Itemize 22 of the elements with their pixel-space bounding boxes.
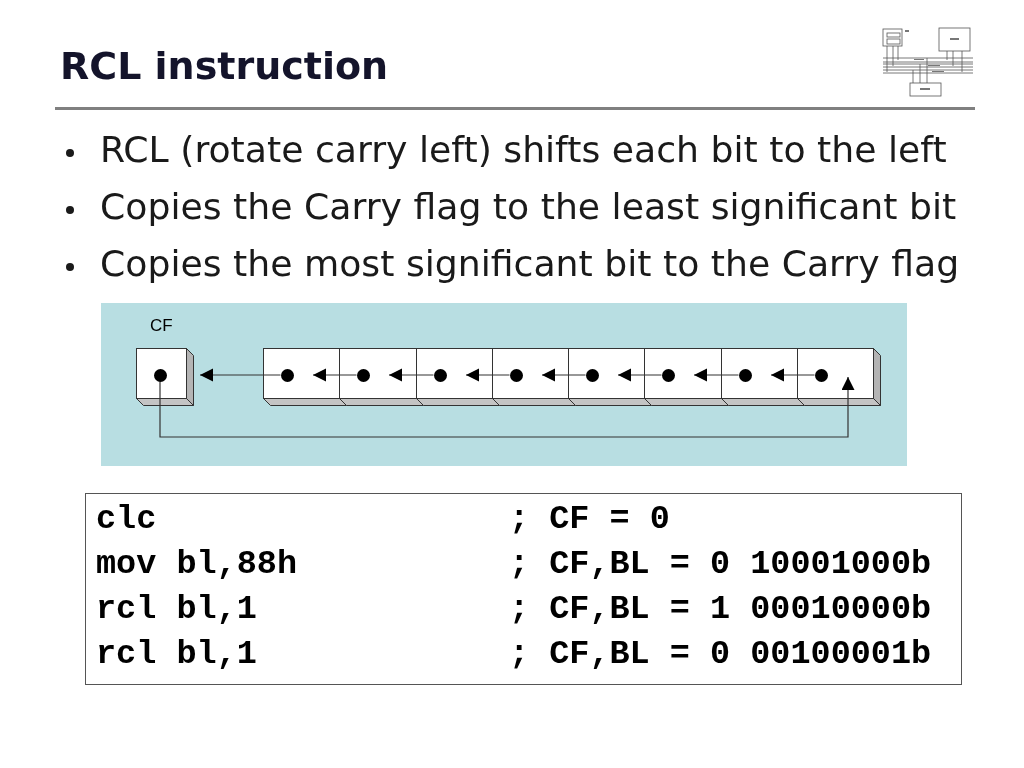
arrow <box>617 368 663 382</box>
slide-title: RCL instruction <box>60 43 389 90</box>
code-comment: ; CF,BL = 0 00100001b <box>509 634 932 675</box>
code-comment: ; CF,BL = 0 10001000b <box>509 544 932 585</box>
arrow <box>693 368 740 382</box>
arrow <box>770 368 816 382</box>
code-instruction: clc <box>96 499 157 540</box>
arrow <box>541 368 587 382</box>
bullet-text: Copies the most significant bit to the Carry flag <box>100 241 960 286</box>
code-comment: ; CF,BL = 1 00010000b <box>509 589 932 630</box>
code-instruction: rcl bl,1 <box>96 634 257 675</box>
arrow <box>465 368 511 382</box>
bullet-text: Copies the Carry flag to the least significant bit <box>100 184 957 229</box>
arrow <box>312 368 358 382</box>
code-comment: ; CF = 0 <box>509 499 670 540</box>
arrow <box>159 376 855 438</box>
code-instruction: rcl bl,1 <box>96 589 257 630</box>
register-label: CF <box>150 316 173 336</box>
code-instruction: mov bl,88h <box>96 544 298 585</box>
bullet-text: RCL (rotate carry left) shifts each bit to the left <box>100 127 947 172</box>
arrow <box>199 368 282 382</box>
arrow <box>388 368 435 382</box>
